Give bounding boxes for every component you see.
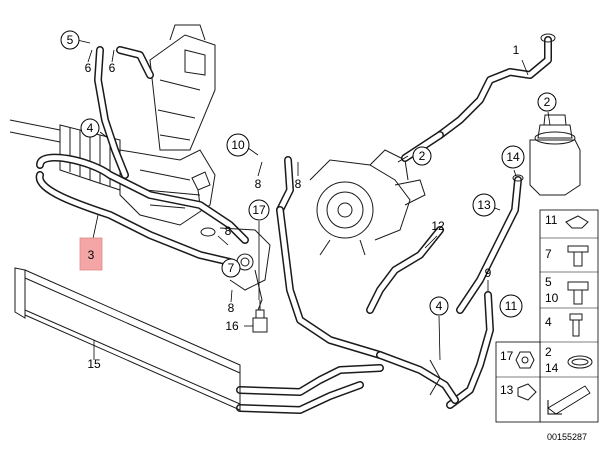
svg-text:9: 9 — [485, 266, 492, 280]
callout-13[interactable]: 13 — [472, 193, 496, 217]
svg-text:4: 4 — [87, 121, 94, 135]
direction-arrow-icon — [547, 385, 591, 415]
svg-text:7: 7 — [228, 261, 235, 275]
steering-gear — [9, 24, 216, 226]
legend-row-17[interactable]: 17 — [500, 349, 535, 369]
callout-2-reservoir[interactable]: 2 — [537, 92, 557, 112]
callout-4-left[interactable]: 4 — [80, 118, 100, 138]
callout-2-hose[interactable]: 2 — [412, 146, 432, 166]
svg-text:11: 11 — [505, 299, 518, 313]
legend-row-7[interactable]: 7 — [545, 245, 589, 267]
hose-2-short — [401, 131, 444, 162]
legend-row-5-10[interactable]: 5 10 — [545, 275, 589, 305]
parts-legend: 11 7 5 10 4 2 14 17 13 — [495, 209, 599, 423]
svg-text:7: 7 — [545, 247, 552, 261]
lower-return-lines — [236, 351, 459, 414]
svg-text:6: 6 — [109, 61, 116, 75]
svg-text:10: 10 — [231, 138, 245, 152]
return-line-14 — [456, 174, 524, 314]
pressure-sensor — [252, 300, 268, 333]
svg-text:10: 10 — [545, 291, 559, 305]
callout-14[interactable]: 14 — [501, 145, 525, 169]
legend-row-4[interactable]: 4 — [545, 313, 583, 337]
callout-11-center[interactable]: 11 — [499, 294, 523, 318]
svg-text:14: 14 — [506, 150, 520, 164]
image-code: 00155287 — [547, 432, 587, 442]
callout-10[interactable]: 10 — [226, 133, 250, 157]
legend-row-11[interactable]: 11 — [545, 213, 589, 229]
svg-text:8: 8 — [295, 177, 302, 191]
svg-text:4: 4 — [545, 315, 552, 329]
svg-text:13: 13 — [477, 198, 491, 212]
svg-text:17: 17 — [252, 203, 266, 217]
svg-text:12: 12 — [431, 219, 445, 233]
fluid-reservoir — [529, 114, 581, 196]
svg-text:15: 15 — [87, 357, 101, 371]
callout-15[interactable]: 15 — [87, 357, 101, 371]
svg-text:8: 8 — [255, 177, 262, 191]
svg-text:3: 3 — [88, 248, 95, 262]
callout-6-left[interactable]: 6 — [85, 61, 92, 75]
svg-text:00155287: 00155287 — [547, 432, 587, 442]
svg-text:14: 14 — [545, 361, 559, 375]
hose-9 — [446, 291, 494, 409]
svg-text:11: 11 — [545, 213, 558, 227]
svg-text:4: 4 — [436, 299, 443, 313]
return-hose-3 — [35, 153, 249, 266]
svg-text:5: 5 — [545, 275, 552, 289]
svg-text:8: 8 — [228, 301, 235, 315]
callout-8-lower[interactable]: 8 — [225, 224, 232, 238]
banjo-fittings — [200, 227, 271, 311]
svg-text:6: 6 — [85, 61, 92, 75]
callout-9[interactable]: 9 — [485, 266, 492, 280]
svg-text:2: 2 — [419, 149, 426, 163]
callout-6-right[interactable]: 6 — [109, 61, 116, 75]
callout-7-center[interactable]: 7 — [221, 258, 241, 278]
hose-12 — [366, 226, 444, 314]
svg-text:2: 2 — [545, 345, 552, 359]
svg-text:16: 16 — [225, 319, 239, 333]
callout-4-lower[interactable]: 4 — [429, 296, 449, 316]
svg-text:5: 5 — [67, 33, 74, 47]
callout-8-center[interactable]: 8 — [255, 177, 262, 191]
svg-text:1: 1 — [513, 43, 520, 57]
svg-text:17: 17 — [500, 349, 514, 363]
callout-3-highlighted[interactable]: 3 — [79, 237, 103, 271]
legend-row-2-14[interactable]: 2 14 — [545, 345, 593, 375]
legend-row-13[interactable]: 13 — [500, 383, 537, 401]
callout-12[interactable]: 12 — [431, 219, 445, 233]
pressure-hose-upper — [94, 46, 154, 179]
callout-17-center[interactable]: 17 — [248, 199, 270, 221]
callout-16[interactable]: 16 — [225, 319, 239, 333]
callout-8-right[interactable]: 8 — [295, 177, 302, 191]
power-steering-pump — [309, 149, 426, 256]
svg-text:2: 2 — [544, 95, 551, 109]
callout-1[interactable]: 1 — [513, 43, 520, 57]
oil-cooler — [14, 267, 241, 411]
suction-hose-1 — [436, 33, 556, 139]
svg-text:13: 13 — [500, 383, 514, 397]
callout-8-bottom[interactable]: 8 — [228, 301, 235, 315]
pressure-line-center — [276, 156, 384, 359]
callout-5[interactable]: 5 — [60, 30, 80, 50]
svg-text:8: 8 — [225, 224, 232, 238]
